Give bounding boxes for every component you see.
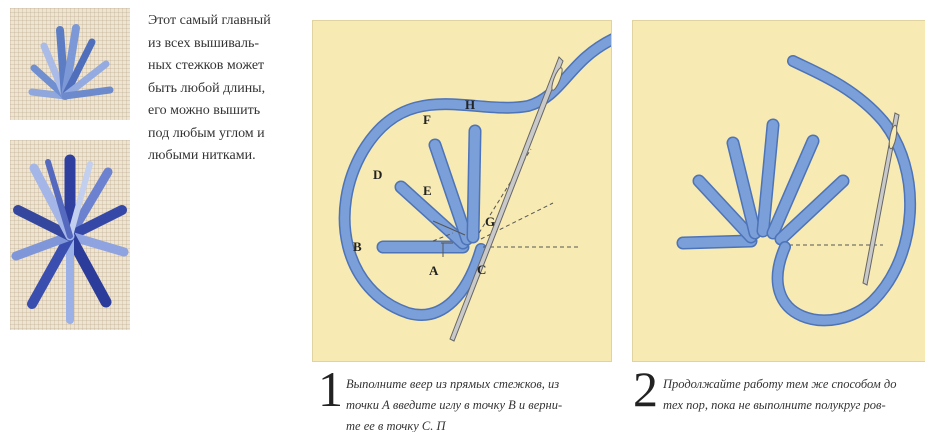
label-a: A (429, 263, 439, 278)
label-c: C (477, 262, 486, 277)
label-e: E (423, 183, 432, 198)
step-1-number: 1 (318, 364, 343, 414)
label-b: B (353, 239, 362, 254)
label-d: D (373, 167, 382, 182)
step-1-text: Выполните веер из прямых стежков, из точ… (346, 374, 604, 432)
diagram-step-1: B A C D E F G H (312, 20, 612, 362)
label-h: H (465, 97, 475, 112)
label-g: G (485, 214, 495, 229)
embroidery-photo-star (10, 140, 130, 330)
step-2-text: Продолжайте работу тем же способом до те… (663, 374, 925, 432)
embroidery-photo-fan (10, 8, 130, 120)
step-2-number: 2 (633, 364, 658, 414)
label-f: F (423, 112, 431, 127)
intro-paragraph: Этот самый главный из всех вышиваль- ных… (148, 10, 296, 168)
diagram-step-2 (632, 20, 925, 362)
